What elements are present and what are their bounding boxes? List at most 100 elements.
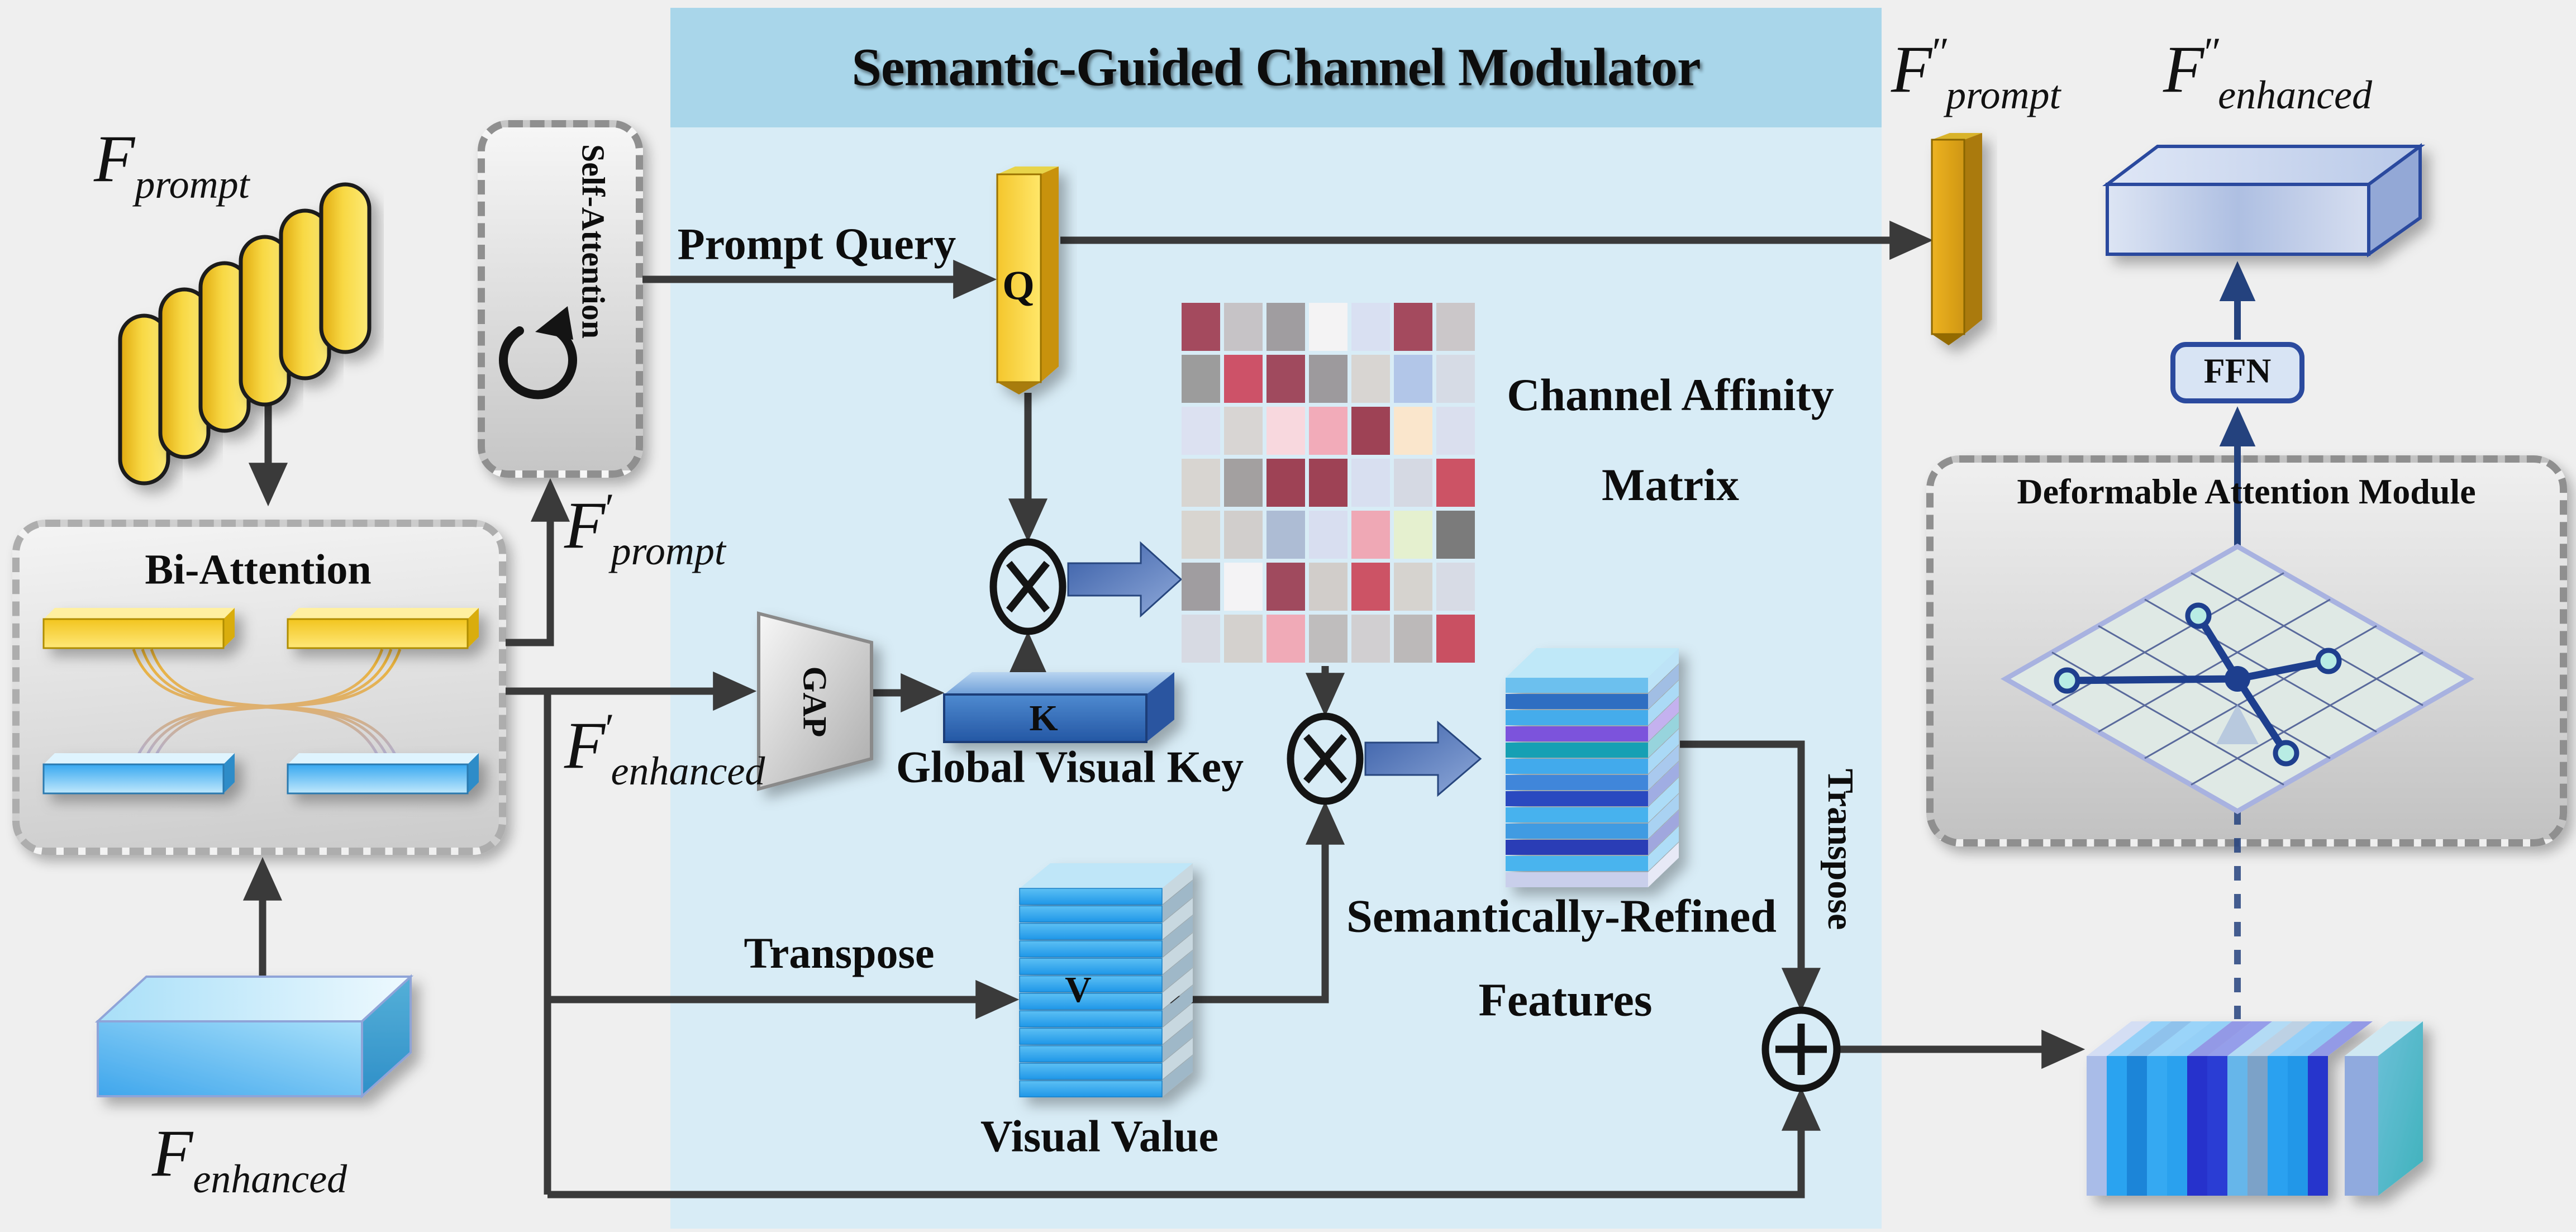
matrix-cell bbox=[1394, 511, 1432, 559]
matrix-cell bbox=[1394, 615, 1432, 663]
output-slab-top bbox=[2187, 1021, 2252, 1056]
matrix-cell bbox=[1224, 459, 1263, 507]
query-bar bbox=[996, 167, 1059, 394]
value-slab-side bbox=[1162, 1055, 1193, 1097]
blue-arrow-to-matrix bbox=[1067, 541, 1183, 618]
arrow-bottom-channel-to-sum bbox=[547, 1087, 1821, 1198]
matrix-cell bbox=[1351, 459, 1390, 507]
f-prompt-prime-label: F′prompt bbox=[564, 486, 726, 573]
prompt-bar-right-top bbox=[288, 608, 479, 619]
ffn-box bbox=[2170, 342, 2304, 403]
refined-slab bbox=[1506, 840, 1648, 855]
matrix-cell bbox=[1224, 407, 1263, 455]
visual-bar-right-side bbox=[468, 753, 479, 793]
ffn-label: FFN bbox=[2203, 352, 2272, 391]
output-end-top bbox=[2345, 1021, 2423, 1056]
refined-slab bbox=[1506, 759, 1648, 774]
matrix-cell bbox=[1182, 355, 1220, 403]
plane-up-arrowhead bbox=[2216, 704, 2259, 744]
deformable-title: Deformable Attention Module bbox=[2017, 472, 2476, 511]
refined-slab-side bbox=[1648, 843, 1679, 887]
q-label: Q bbox=[1002, 263, 1035, 309]
arrow-refined-to-sum bbox=[1680, 740, 1821, 1012]
bi-attention-label: Bi-Attention bbox=[145, 546, 372, 593]
sampling-center-point bbox=[2225, 666, 2250, 692]
refined-slab bbox=[1506, 824, 1648, 839]
matrix-cell bbox=[1309, 511, 1347, 559]
value-slab bbox=[1019, 1063, 1163, 1080]
matrix-cell bbox=[1436, 459, 1475, 507]
value-slab bbox=[1019, 1080, 1163, 1098]
matrix-cell bbox=[1436, 407, 1475, 455]
refined-slab bbox=[1506, 791, 1648, 806]
refined-slab bbox=[1506, 743, 1648, 758]
output-slab-top bbox=[2308, 1021, 2373, 1056]
refined-slab-side bbox=[1648, 745, 1679, 790]
matrix-cell bbox=[1309, 563, 1347, 611]
matrix-cell bbox=[1182, 459, 1220, 507]
output-slab-top bbox=[2147, 1021, 2212, 1056]
output-end-side bbox=[2378, 1021, 2423, 1196]
value-slab-side bbox=[1162, 1020, 1193, 1062]
prompt-bar-left-top bbox=[44, 608, 235, 619]
prompt-token-capsule bbox=[319, 182, 372, 354]
stack-top-face bbox=[1020, 863, 1193, 888]
channel-affinity-label-line2: Matrix bbox=[1602, 459, 1739, 510]
output-slab-top bbox=[2268, 1021, 2332, 1056]
bi-attention-box bbox=[12, 520, 506, 855]
matrix-cell bbox=[1394, 459, 1432, 507]
plane-grid-lines bbox=[2051, 572, 2423, 786]
value-slab bbox=[1019, 993, 1163, 1010]
transpose-vertical-label: Transpose bbox=[1820, 768, 1861, 930]
multiply2-x-icon bbox=[1303, 734, 1347, 784]
figure-title: Semantic-Guided Channel Modulator bbox=[851, 37, 1701, 97]
matrix-cell bbox=[1182, 511, 1220, 559]
connector-lines bbox=[242, 220, 2085, 1198]
output-slab-top bbox=[2207, 1021, 2272, 1056]
matrix-cell bbox=[1436, 303, 1475, 351]
global-visual-key-label: Global Visual Key bbox=[896, 743, 1244, 792]
output-slab bbox=[2147, 1056, 2167, 1196]
blue-arrow-to-refined bbox=[1364, 720, 1482, 797]
refined-slab bbox=[1506, 694, 1648, 709]
f-enhanced2-cuboid bbox=[2102, 143, 2426, 258]
visual-bar-left-top bbox=[44, 753, 235, 764]
output-slab-top bbox=[2107, 1021, 2172, 1056]
gap-label: GAP bbox=[796, 666, 834, 738]
output-slab bbox=[2288, 1056, 2308, 1196]
f-enhanced-doubleprime-label: F″enhanced bbox=[2163, 30, 2373, 117]
sum-plus-icon bbox=[1775, 1024, 1827, 1075]
gap-funnel bbox=[757, 611, 873, 791]
matrix-cell bbox=[1182, 615, 1220, 663]
output-slab-top bbox=[2227, 1021, 2292, 1056]
visual-value-label: Visual Value bbox=[980, 1112, 1219, 1162]
refined-features-stack bbox=[1506, 648, 1679, 887]
value-slab-side bbox=[1162, 968, 1193, 1010]
matrix-cell bbox=[1394, 407, 1432, 455]
f-enhanced-label: Fenhanced bbox=[152, 1116, 347, 1202]
output-slab bbox=[2167, 1056, 2187, 1196]
prompt-query-label: Prompt Query bbox=[677, 220, 956, 269]
refined-slab-side bbox=[1648, 778, 1679, 822]
prompt-bar-right bbox=[287, 618, 469, 649]
stack-top-face bbox=[1506, 648, 1679, 678]
refined-slab-side bbox=[1648, 713, 1679, 758]
visual-bar-left bbox=[42, 763, 225, 795]
loop-arrowhead bbox=[535, 306, 573, 340]
matrix-cell bbox=[1309, 407, 1347, 455]
value-slab-side bbox=[1162, 950, 1193, 992]
matrix-cell bbox=[1182, 303, 1220, 351]
refined-slab-side bbox=[1648, 762, 1679, 806]
value-slab bbox=[1019, 1045, 1163, 1063]
matrix-cell bbox=[1224, 563, 1263, 611]
refined-slab bbox=[1506, 775, 1648, 790]
refined-slab-side bbox=[1648, 681, 1679, 725]
value-slab bbox=[1019, 922, 1163, 940]
output-slab bbox=[2127, 1056, 2147, 1196]
sampling-points bbox=[2054, 602, 2342, 767]
matrix-cell bbox=[1309, 615, 1347, 663]
matrix-cell bbox=[1309, 355, 1347, 403]
transpose-label: Transpose bbox=[744, 929, 935, 977]
matrix-cell bbox=[1351, 511, 1390, 559]
